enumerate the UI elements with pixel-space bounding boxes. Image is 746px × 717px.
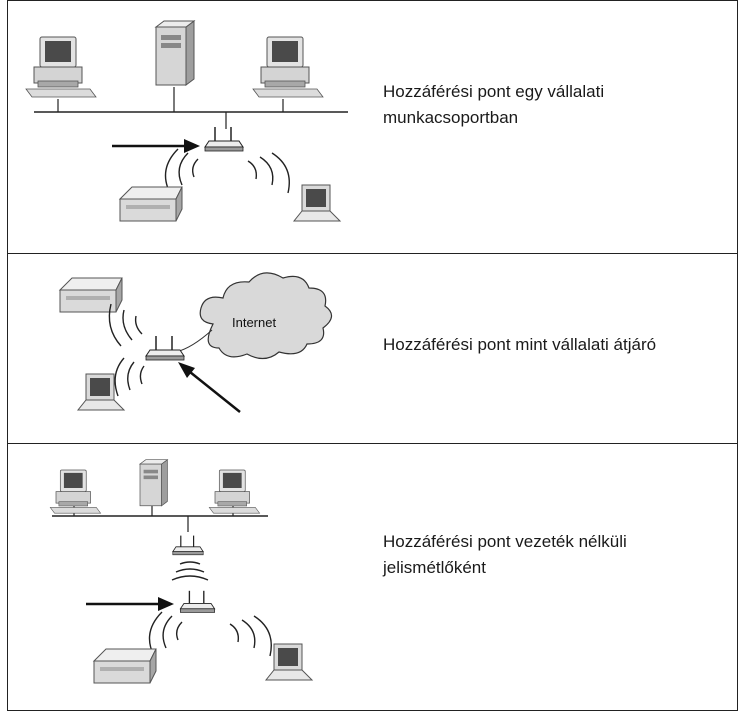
workgroup-row: Hozzáférési pont egy vállalati munkacsop… — [8, 1, 737, 253]
gateway-illustration: Internet — [59, 272, 333, 413]
access-point-icon — [179, 590, 216, 614]
repeater-illustration — [49, 459, 313, 684]
diagram-frame: Hozzáférési pont egy vállalati munkacsop… — [7, 0, 738, 711]
cloud-label: Internet — [232, 315, 276, 330]
repeater-caption: Hozzáférési pont vezeték nélküli jelismé… — [383, 532, 627, 577]
arrow-head-icon — [178, 362, 195, 378]
server-tower-icon — [155, 20, 195, 86]
access-point-icon — [172, 534, 204, 556]
wireless-waves-icon — [171, 561, 209, 581]
laptop-icon — [265, 643, 313, 681]
access-point-icon — [145, 335, 185, 361]
access-point-icon — [204, 126, 244, 152]
printer-icon — [59, 277, 123, 313]
arrow-head-icon — [158, 597, 174, 611]
printer-icon — [119, 186, 183, 222]
gateway-caption: Hozzáférési pont mint vállalati átjáró — [383, 335, 657, 354]
laptop-icon — [293, 184, 341, 222]
server-tower-icon — [139, 459, 168, 507]
internet-cloud-icon: Internet — [199, 272, 333, 360]
wireless-waves-icon — [148, 611, 272, 657]
desktop-computer-icon — [49, 469, 101, 514]
workgroup-illustration — [25, 20, 348, 222]
arrow-line — [189, 371, 241, 413]
wireless-waves-icon — [108, 303, 145, 397]
repeater-row: Hozzáférési pont vezeték nélküli jelismé… — [8, 443, 737, 709]
desktop-computer-icon — [208, 469, 261, 514]
workgroup-caption: Hozzáférési pont egy vállalati munkacsop… — [383, 82, 605, 127]
wireless-waves-icon — [164, 148, 290, 194]
desktop-computer-icon — [252, 36, 324, 98]
gateway-row: Internet Hozzáférési pont mint vállalati… — [8, 253, 737, 443]
desktop-computer-icon — [25, 36, 97, 98]
arrow-head-icon — [184, 139, 200, 153]
printer-icon — [93, 648, 157, 684]
